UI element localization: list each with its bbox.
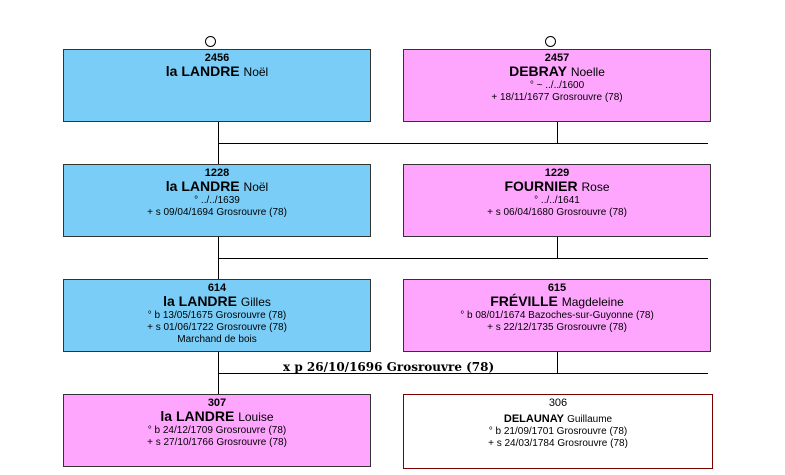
given-name: Gilles bbox=[240, 295, 271, 309]
surname: la LANDRE bbox=[163, 293, 237, 309]
birth-line: ° b 08/01/1674 Bazoches-sur-Guyonne (78) bbox=[460, 310, 654, 321]
connector bbox=[218, 373, 708, 374]
connector bbox=[218, 352, 219, 374]
connector bbox=[557, 237, 558, 259]
sosa-number: 615 bbox=[547, 282, 567, 294]
occupation-line: Marchand de bois bbox=[177, 334, 257, 345]
death-line: + s 09/04/1694 Grosrouvre (78) bbox=[147, 207, 287, 218]
given-name: Louise bbox=[238, 410, 274, 424]
birth-line: ° ~ ../../1600 bbox=[529, 80, 585, 91]
surname: la LANDRE bbox=[165, 178, 240, 194]
connector bbox=[557, 122, 558, 144]
person-box-306[interactable]: 306 DELAUNAY Guillaume ° b 21/09/1701 Gr… bbox=[403, 394, 713, 469]
surname: FOURNIER bbox=[504, 178, 578, 194]
birth-line: ° b 13/05/1675 Grosrouvre (78) bbox=[147, 310, 287, 321]
sosa-number: 1229 bbox=[544, 167, 570, 179]
person-box-1228[interactable]: 1228 la LANDRE Noël ° ../../1639 + s 09/… bbox=[63, 164, 371, 237]
birth-line: ° ../../1639 bbox=[194, 195, 240, 206]
sosa-number: 307 bbox=[207, 397, 227, 409]
given-name: Rose bbox=[581, 180, 610, 194]
sosa-number: 306 bbox=[548, 397, 568, 409]
surname: la LANDRE bbox=[165, 63, 240, 79]
person-name: DELAUNAY Guillaume bbox=[404, 413, 712, 426]
person-name: DEBRAY Noelle bbox=[404, 64, 710, 80]
connector bbox=[218, 237, 219, 259]
death-line: + s 22/12/1735 Grosrouvre (78) bbox=[487, 322, 627, 333]
surname: DELAUNAY bbox=[503, 413, 564, 425]
birth-line: ° ../../1641 bbox=[534, 195, 580, 206]
person-box-614[interactable]: 614 la LANDRE Gilles ° b 13/05/1675 Gros… bbox=[63, 279, 371, 352]
death-line: + s 24/03/1784 Grosrouvre (78) bbox=[488, 438, 628, 449]
given-name: Magdeleine bbox=[561, 295, 624, 309]
given-name: Noël bbox=[243, 65, 269, 79]
ancestor-marker-icon bbox=[205, 36, 216, 47]
connector bbox=[218, 259, 219, 280]
death-line: + 18/11/1677 Grosrouvre (78) bbox=[491, 92, 623, 103]
given-name: Guillaume bbox=[567, 414, 613, 425]
person-box-307[interactable]: 307 la LANDRE Louise ° b 24/12/1709 Gros… bbox=[63, 394, 371, 467]
person-box-2457[interactable]: 2457 DEBRAY Noelle ° ~ ../../1600 + 18/1… bbox=[403, 49, 711, 122]
given-name: Noël bbox=[243, 180, 269, 194]
surname: la LANDRE bbox=[160, 408, 235, 424]
sosa-number: 2457 bbox=[544, 52, 570, 64]
sosa-number: 2456 bbox=[204, 52, 230, 64]
connector bbox=[218, 143, 708, 144]
surname: DEBRAY bbox=[509, 63, 567, 79]
person-box-615[interactable]: 615 FRÉVILLE Magdeleine ° b 08/01/1674 B… bbox=[403, 279, 711, 352]
death-line: + s 27/10/1766 Grosrouvre (78) bbox=[147, 437, 287, 448]
person-name: la LANDRE Noël bbox=[64, 179, 370, 195]
ancestor-marker-icon bbox=[545, 36, 556, 47]
death-line: + s 06/04/1680 Grosrouvre (78) bbox=[487, 207, 627, 218]
person-box-1229[interactable]: 1229 FOURNIER Rose ° ../../1641 + s 06/0… bbox=[403, 164, 711, 237]
birth-line: ° b 21/09/1701 Grosrouvre (78) bbox=[488, 426, 628, 437]
person-name: la LANDRE Louise bbox=[64, 409, 370, 425]
person-name: FOURNIER Rose bbox=[404, 179, 710, 195]
surname: FRÉVILLE bbox=[490, 293, 558, 309]
connector bbox=[218, 122, 219, 144]
given-name: Noelle bbox=[570, 65, 605, 79]
person-name: FRÉVILLE Magdeleine bbox=[404, 294, 710, 310]
person-name: la LANDRE Noël bbox=[64, 64, 370, 80]
marriage-info: x p 26/10/1696 Grosrouvre (78) bbox=[283, 360, 495, 374]
sosa-number: 1228 bbox=[204, 167, 230, 179]
connector bbox=[218, 144, 219, 165]
birth-line: ° b 24/12/1709 Grosrouvre (78) bbox=[147, 425, 287, 436]
person-name: la LANDRE Gilles bbox=[64, 294, 370, 310]
person-box-2456[interactable]: 2456 la LANDRE Noël bbox=[63, 49, 371, 122]
connector bbox=[218, 374, 219, 394]
sosa-number: 614 bbox=[207, 282, 227, 294]
death-line: + s 01/06/1722 Grosrouvre (78) bbox=[147, 322, 287, 333]
connector bbox=[218, 258, 708, 259]
connector bbox=[557, 352, 558, 374]
